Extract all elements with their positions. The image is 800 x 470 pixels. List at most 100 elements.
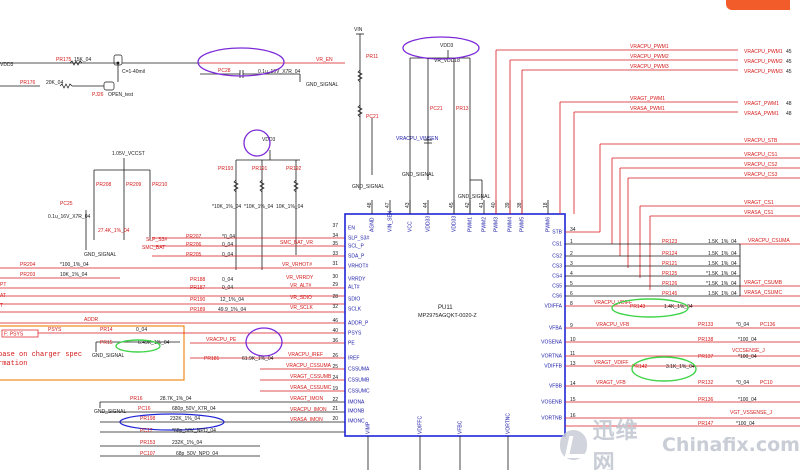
watermark-cn: 迅维网 xyxy=(592,419,639,470)
note-line-2: rmation xyxy=(0,360,27,368)
pin-number: 6 xyxy=(570,291,573,297)
chip-pu11[interactable]: PU11 MP2975AGQKT-0020-Z EN37SLP_S3#34SCL… xyxy=(332,200,576,437)
pin-number: 14 xyxy=(570,381,576,387)
pin-name: PE xyxy=(348,341,355,347)
pr188-value: 0_04 xyxy=(222,277,233,283)
vccsense-net: VCCSENSE_J xyxy=(732,348,765,354)
vrasa-csumc-net: VRASA_CSUMC xyxy=(744,290,782,296)
pr176-ref: PR176 xyxy=(20,80,36,86)
chip-left-pin-alt-[interactable]: ALT#29 xyxy=(332,282,359,291)
chip-left-pin-en[interactable]: EN 37 xyxy=(332,223,355,232)
chip-left-pin-scl-p[interactable]: SCL_P35 xyxy=(332,241,364,250)
chip-left-pin-vrhot-[interactable]: VRHOT#31 xyxy=(332,261,368,270)
pr133-ref: PR133 xyxy=(698,322,714,328)
vrasa-imon-net: VRASA_IMON xyxy=(290,417,323,423)
highlight-ellipse-pr143 xyxy=(611,298,689,318)
pin-number: 32 xyxy=(332,304,338,310)
pin-name: EN xyxy=(348,226,355,232)
vracpu-iref-net: VRACPU_IREF xyxy=(288,352,323,358)
chip-left-pin-slp-s3-[interactable]: SLP_S3#34 xyxy=(332,233,369,242)
pr126-ref: PR126 xyxy=(662,281,678,287)
vddio-net: VR_VDD18 xyxy=(434,58,460,64)
pin-number: 21 xyxy=(332,406,338,412)
vracpu-pwm1-net: VRACPU_PWM1 xyxy=(630,44,669,50)
pin-name: VORTNB xyxy=(541,416,562,422)
pr147-ref: PR147 xyxy=(698,421,714,427)
edge-label-1: PT xyxy=(0,282,6,288)
chip-bottom-pin-vimp[interactable]: VIMP xyxy=(366,421,372,434)
pin-number: 37 xyxy=(332,223,338,229)
offpage-pwm2[interactable]: VRACPU_PWM2 xyxy=(744,59,783,65)
pr175-resistor[interactable] xyxy=(69,60,83,66)
pc21b-ref: PC21 xyxy=(430,106,443,112)
smc-bat-vr-net: SMC_BAT_VR xyxy=(280,240,313,246)
pr176-value: 20K_04 xyxy=(46,80,63,86)
pr192-value: 10K_1%_04 xyxy=(276,204,303,210)
pin-number: 40 xyxy=(491,202,497,208)
pr206-value: 0_04 xyxy=(222,242,233,248)
pr205-value: 0_04 xyxy=(222,252,233,258)
pj26-jumper[interactable] xyxy=(103,81,115,91)
chip-left-pin-addr-p[interactable]: ADDR_P46 xyxy=(332,318,369,327)
offpage-sa-pwm1[interactable]: VRASA_PWM1 xyxy=(744,111,779,117)
pr193-value: *10K_1%_04 xyxy=(212,204,241,210)
pr143-value: 1.4K_1%_04 xyxy=(664,304,693,310)
vracpu-cssuma-net: VRACPU_CSSUMA xyxy=(286,363,332,369)
pr132-ref: PR132 xyxy=(698,380,714,386)
chip-outline[interactable] xyxy=(344,213,566,437)
vr-en-filter: PC28 0.1u_16V_X7R_04 GND_SIGNAL VR_EN xyxy=(197,47,345,88)
smc-bat-net: SMC_BAT xyxy=(142,245,165,251)
chip-bottom-pin-vortnc[interactable]: VORTNC xyxy=(506,413,512,434)
pr121-ref: PR121 xyxy=(662,261,678,267)
offpage-gt-pwm1[interactable]: VRAGT_PWM1 xyxy=(744,101,779,107)
pj25-jumper[interactable] xyxy=(113,54,123,66)
pr181-ref: PR181 xyxy=(204,356,220,362)
chip-bottom-pin-vdiffc[interactable]: VDIFFC xyxy=(418,416,424,434)
chip-left-pin-sda-p[interactable]: SDA_P33 xyxy=(332,251,365,260)
pr208-ref: PR208 xyxy=(96,182,112,188)
pr176-resistor[interactable] xyxy=(59,83,73,89)
pin-name: ADDR_P xyxy=(348,321,369,327)
offpage-pwm1[interactable]: VRACPU_PWM1 xyxy=(744,49,783,55)
highlight-ellipse-pr15 xyxy=(115,339,161,353)
page-ref-45c: 45 xyxy=(786,69,792,75)
offpage-pwm3[interactable]: VRACPU_PWM3 xyxy=(744,69,783,75)
chip-bottom-pin-vfbc[interactable]: VFBC xyxy=(458,420,464,434)
